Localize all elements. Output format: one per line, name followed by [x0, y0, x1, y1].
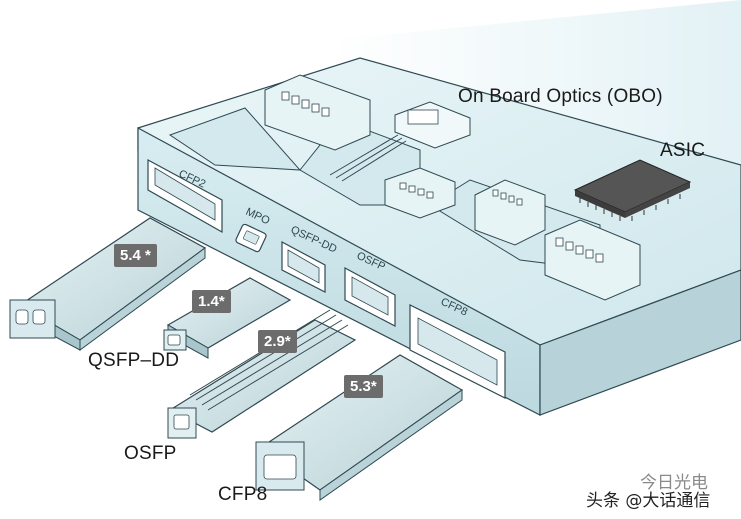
qsfpdd-module-label: QSFP–DD [88, 350, 180, 371]
top-cage [474, 179, 546, 246]
cage-slots [492, 189, 523, 206]
asic-label: ASIC [660, 140, 706, 161]
cage-slots [399, 182, 434, 199]
obo-component [329, 101, 471, 182]
cage-slots [555, 237, 604, 263]
top-cage [544, 219, 641, 301]
cfp2-badge: 5.4 * [114, 244, 157, 267]
top-cage [264, 74, 371, 151]
watermark-name: 大话通信 [642, 491, 711, 511]
cfp8-module [255, 354, 464, 501]
cfp8-badge: 5.3* [344, 375, 383, 398]
qsfpdd-badge: 1.4* [192, 290, 231, 313]
cfp2-module [9, 217, 207, 351]
board-right-face [539, 269, 741, 416]
front-ports [147, 158, 506, 399]
qsfpdd-module [163, 277, 292, 359]
asic-chip [573, 159, 692, 221]
cfp8-module-label: CFP8 [218, 484, 268, 505]
cage-slots [281, 91, 330, 117]
watermark: 头条 @大话通信 [586, 486, 710, 511]
watermark-prefix: 头条 @ [586, 491, 643, 511]
board-components [264, 74, 641, 301]
asic-pins [579, 194, 681, 221]
osfp-module-label: OSFP [124, 443, 177, 464]
osfp-module [167, 309, 357, 439]
faint-brand-watermark: 今日光电 [640, 473, 708, 493]
obo-label: On Board Optics (OBO) [458, 86, 663, 107]
osfp-badge: 2.9* [258, 330, 297, 353]
